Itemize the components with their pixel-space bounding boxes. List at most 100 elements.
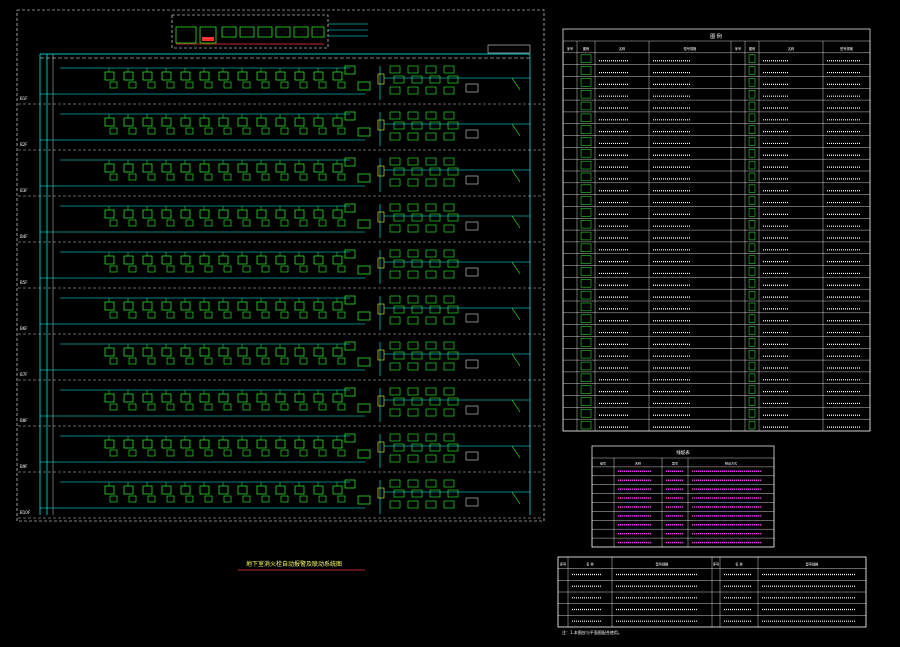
module-device: [223, 403, 232, 411]
detector-device: [294, 347, 305, 357]
legend-symbol: [748, 338, 756, 347]
detector-device: [332, 301, 343, 311]
output-switch: [511, 123, 521, 137]
legend-symbol: [580, 172, 592, 182]
linkage-module: [443, 500, 455, 509]
detector-device: [218, 485, 229, 495]
floor-row: B9F: [18, 433, 543, 473]
floor-label: B8F: [20, 418, 28, 423]
bus-junction-box: [487, 44, 531, 54]
detector-device: [161, 117, 172, 127]
module-device: [223, 449, 232, 457]
notes-footnote: 注：1.本图应与平面图配合使用。: [562, 629, 622, 635]
detector-device: [123, 209, 134, 219]
floor-row: B8F: [18, 387, 543, 427]
detector-device: [294, 485, 305, 495]
module-device: [166, 495, 175, 503]
detector-device: [313, 485, 324, 495]
module-device: [337, 449, 346, 457]
module-device: [128, 311, 137, 319]
detector-device: [275, 393, 286, 403]
linkage-module: [425, 454, 437, 463]
isolator-module: [377, 303, 385, 315]
legend-symbol: [748, 149, 756, 158]
module-device: [242, 311, 251, 319]
detector-device: [180, 485, 191, 495]
module-device: [242, 219, 251, 227]
linkage-module: [429, 213, 441, 222]
linkage-module: [447, 213, 459, 222]
floor-label: B4F: [20, 234, 28, 239]
detector-device: [218, 255, 229, 265]
legend-symbol: [748, 137, 756, 146]
detector-device: [237, 209, 248, 219]
legend-symbol: [580, 54, 592, 63]
linkage-module: [425, 111, 437, 120]
detector-device: [123, 117, 134, 127]
detector-device: [142, 301, 153, 311]
detector-device: [104, 117, 115, 127]
module-device: [185, 449, 194, 457]
linkage-module: [407, 316, 419, 325]
legend-symbol: [748, 361, 756, 371]
detector-device: [332, 209, 343, 219]
legend-col-header: 图例: [749, 46, 755, 51]
linkage-module: [393, 489, 405, 498]
floor-label: B3F: [20, 188, 28, 193]
module-device: [185, 81, 194, 89]
detector-device: [104, 347, 115, 357]
linkage-module: [443, 270, 455, 279]
detector-device: [180, 71, 191, 81]
linkage-module: [429, 443, 441, 452]
controller-unit: [275, 26, 291, 38]
detector-device: [237, 301, 248, 311]
linkage-module: [447, 305, 459, 314]
detector-device: [294, 393, 305, 403]
module-device: [147, 173, 156, 181]
module-device: [299, 495, 308, 503]
module-device: [204, 81, 213, 89]
module-device: [204, 127, 213, 135]
linkage-module: [411, 351, 423, 360]
legend-symbol: [748, 66, 756, 75]
detector-device: [161, 393, 172, 403]
legend-symbol: [580, 267, 592, 276]
linkage-module: [389, 178, 401, 187]
detector-device: [123, 347, 134, 357]
linkage-module: [447, 489, 459, 498]
linkage-module: [411, 121, 423, 130]
linkage-module: [389, 65, 401, 74]
detector-device: [313, 255, 324, 265]
detector-device: [161, 485, 172, 495]
linkage-module: [425, 341, 437, 350]
module-device: [280, 403, 289, 411]
module-device: [299, 311, 308, 319]
module-device: [299, 403, 308, 411]
legend-symbol: [580, 125, 592, 134]
module-device: [261, 81, 270, 89]
module-device: [261, 265, 270, 273]
linkage-module: [393, 121, 405, 130]
linkage-module: [447, 259, 459, 268]
module-device: [185, 127, 194, 135]
detector-device: [104, 301, 115, 311]
junction-module: [344, 203, 356, 213]
cable-col-header: 型号: [672, 460, 678, 465]
floor-label: B7F: [20, 372, 28, 377]
detector-device: [237, 71, 248, 81]
linkage-module: [411, 305, 423, 314]
output-box: [465, 83, 479, 93]
floor-row: B1F: [18, 65, 543, 105]
output-box: [465, 359, 479, 369]
linkage-module: [425, 249, 437, 258]
cable-col-header: 名称: [635, 460, 641, 465]
module-device: [109, 311, 118, 319]
linkage-module: [389, 362, 401, 371]
linkage-module: [429, 397, 441, 406]
linkage-module: [443, 341, 455, 350]
isolator-module: [377, 165, 385, 177]
detector-device: [313, 347, 324, 357]
module-device: [128, 173, 137, 181]
legend-symbol: [748, 420, 756, 430]
legend-symbol: [748, 54, 756, 63]
